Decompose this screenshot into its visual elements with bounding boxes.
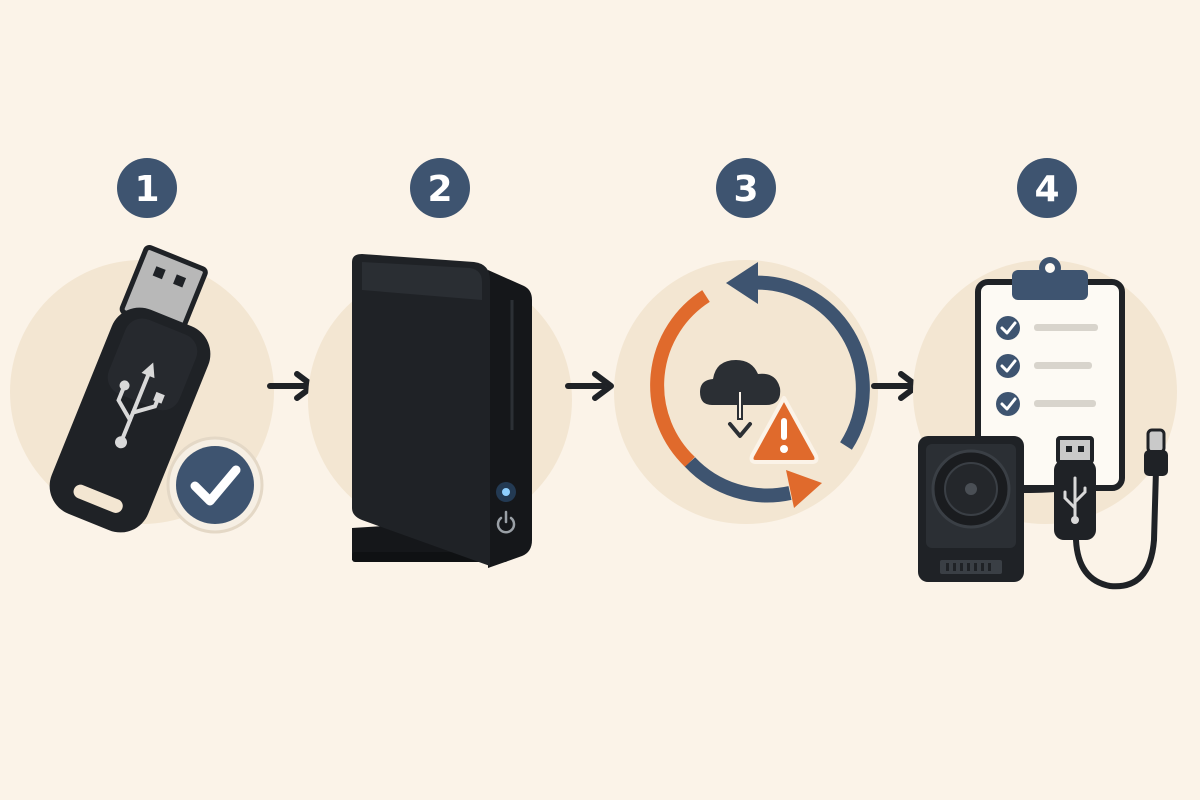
connector-arrow-1 [267,371,316,401]
cloud-download-icon [700,360,781,438]
hard-drive-icon [918,436,1024,582]
step-3-number: 3 [733,169,758,210]
step-2: 2 [308,158,572,568]
warning-icon [749,396,819,464]
step-1-number: 1 [134,169,159,210]
step-4-number: 4 [1034,169,1059,210]
step-3: 3 [614,158,878,524]
step-1-badge [117,158,177,218]
arrow-right-icon [871,371,920,401]
check-badge-icon [166,436,264,534]
external-drive-tower-icon [352,254,532,568]
connector-arrow-3 [871,371,920,401]
step-1: 1 [10,158,274,534]
step-2-badge [410,158,470,218]
checklist-drive-cable-icon [918,257,1168,590]
step-3-badge [716,158,776,218]
arrow-right-icon [565,371,614,401]
connector-arrow-2 [565,371,614,401]
usb-cable-icon [1023,428,1168,590]
step-4: 4 [913,158,1177,590]
power-icon [496,510,516,534]
arrow-right-icon [267,371,316,401]
step-4-badge [1017,158,1077,218]
step-2-number: 2 [427,169,452,210]
usb-flash-drive-icon [49,244,264,534]
sync-cloud-warning-icon [650,262,870,508]
